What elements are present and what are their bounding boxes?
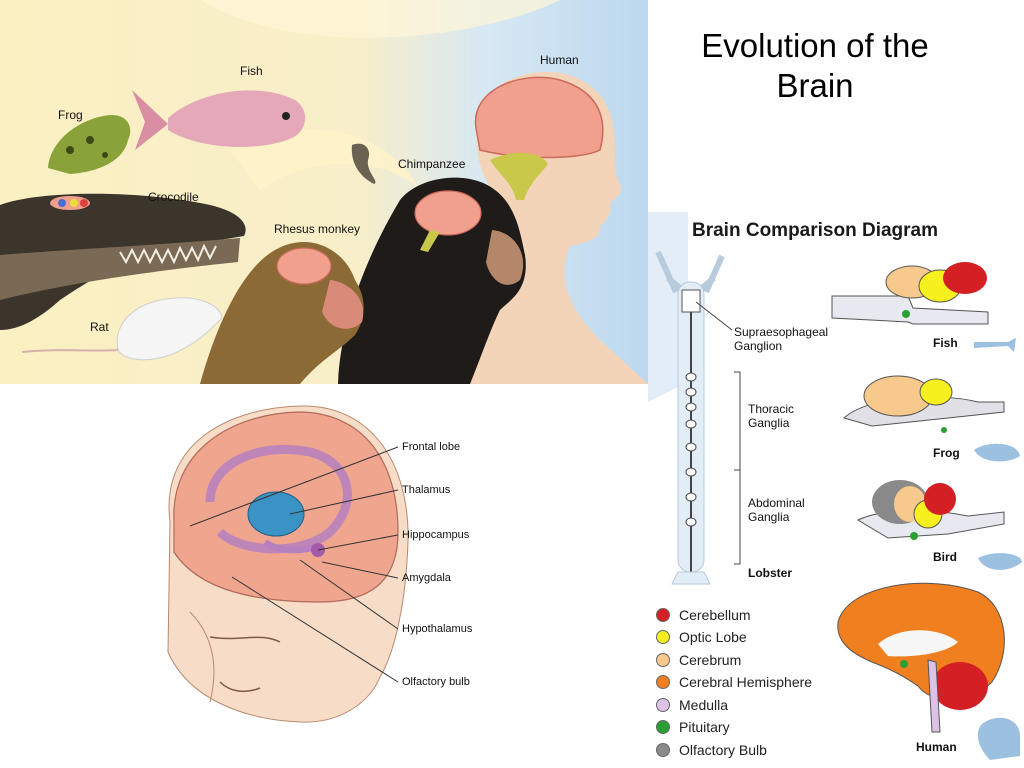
legend-item-cerebral-hemisphere: Cerebral Hemisphere <box>656 672 812 692</box>
label-chimpanzee: Chimpanzee <box>398 157 466 171</box>
fish-figure <box>132 90 306 150</box>
limbic-artwork <box>167 405 409 723</box>
label-bird-brain: Bird <box>933 550 957 564</box>
legend-swatch <box>656 608 670 622</box>
chimpanzee-figure <box>338 177 526 384</box>
label-supraesophageal-ganglion: Supraesophageal Ganglion <box>734 325 829 353</box>
comparison-artwork <box>648 212 1022 760</box>
limbic-system-illustration: Frontal lobe Thalamus Hippocampus Amygda… <box>150 402 650 768</box>
label-abdominal-ganglia: Abdominal Ganglia <box>748 496 805 524</box>
label-frog-brain: Frog <box>933 446 960 460</box>
legend-label: Medulla <box>679 697 729 713</box>
frog-figure <box>48 114 131 174</box>
legend-swatch <box>656 653 670 667</box>
legend-item-cerebellum: Cerebellum <box>656 605 751 625</box>
label-thalamus: Thalamus <box>402 484 451 496</box>
fish-brain-diagram <box>831 262 989 325</box>
frog-brain-diagram <box>843 375 1005 433</box>
bird-brain-diagram <box>856 480 1005 540</box>
thalamus-shape <box>247 491 305 537</box>
legend-item-pituitary: Pituitary <box>656 717 730 737</box>
legend-label: Cerebrum <box>679 652 742 668</box>
label-fish-brain: Fish <box>933 336 958 350</box>
legend-label: Cerebellum <box>679 607 751 623</box>
label-thoracic-ganglia: Thoracic Ganglia <box>748 402 795 430</box>
label-olfactory-bulb: Olfactory bulb <box>402 676 470 688</box>
legend-item-optic-lobe: Optic Lobe <box>656 627 747 647</box>
chimpanzee-brain <box>414 190 482 236</box>
legend-item-medulla: Medulla <box>656 695 728 715</box>
brain-comparison-diagram: Brain Comparison Diagram <box>648 212 1024 768</box>
label-crocodile: Crocodile <box>148 190 199 204</box>
legend-label: Pituitary <box>679 719 730 735</box>
slide-title-text: Evolution of the Brain <box>701 27 929 104</box>
label-frog: Frog <box>58 108 83 122</box>
rhesus-monkey-figure <box>200 241 364 384</box>
legend-label: Cerebral Hemisphere <box>679 674 813 690</box>
slide-title: Evolution of the Brain <box>648 26 982 106</box>
rhesus-brain <box>276 247 332 285</box>
evolution-artwork <box>0 0 648 384</box>
label-frontal-lobe: Frontal lobe <box>402 441 461 453</box>
label-fish: Fish <box>240 64 263 78</box>
label-hippocampus: Hippocampus <box>402 529 470 541</box>
label-hypothalamus: Hypothalamus <box>402 623 473 635</box>
rat-figure <box>21 297 223 361</box>
evolution-illustration: Fish Frog Human Chimpanzee Crocodile Rhe… <box>0 0 648 384</box>
tadpole-figure <box>351 143 376 184</box>
human-figure <box>470 71 648 384</box>
legend-item-olfactory-bulb: Olfactory Bulb <box>656 740 767 760</box>
label-human-brain: Human <box>916 740 957 754</box>
legend-swatch <box>656 675 670 689</box>
comparison-title: Brain Comparison Diagram <box>692 220 938 241</box>
legend-swatch <box>656 630 670 644</box>
legend-label: Olfactory Bulb <box>679 742 767 758</box>
legend-item-cerebrum: Cerebrum <box>656 650 741 670</box>
legend-label: Optic Lobe <box>679 629 747 645</box>
label-amygdala: Amygdala <box>402 572 451 584</box>
crocodile-figure <box>0 193 246 330</box>
legend-swatch <box>656 720 670 734</box>
label-rat: Rat <box>90 320 109 334</box>
label-human: Human <box>540 53 579 67</box>
label-lobster: Lobster <box>748 566 793 580</box>
legend-swatch <box>656 698 670 712</box>
legend-swatch <box>656 743 670 757</box>
label-rhesus-monkey: Rhesus monkey <box>274 222 361 236</box>
human-brain-diagram <box>837 582 1005 733</box>
